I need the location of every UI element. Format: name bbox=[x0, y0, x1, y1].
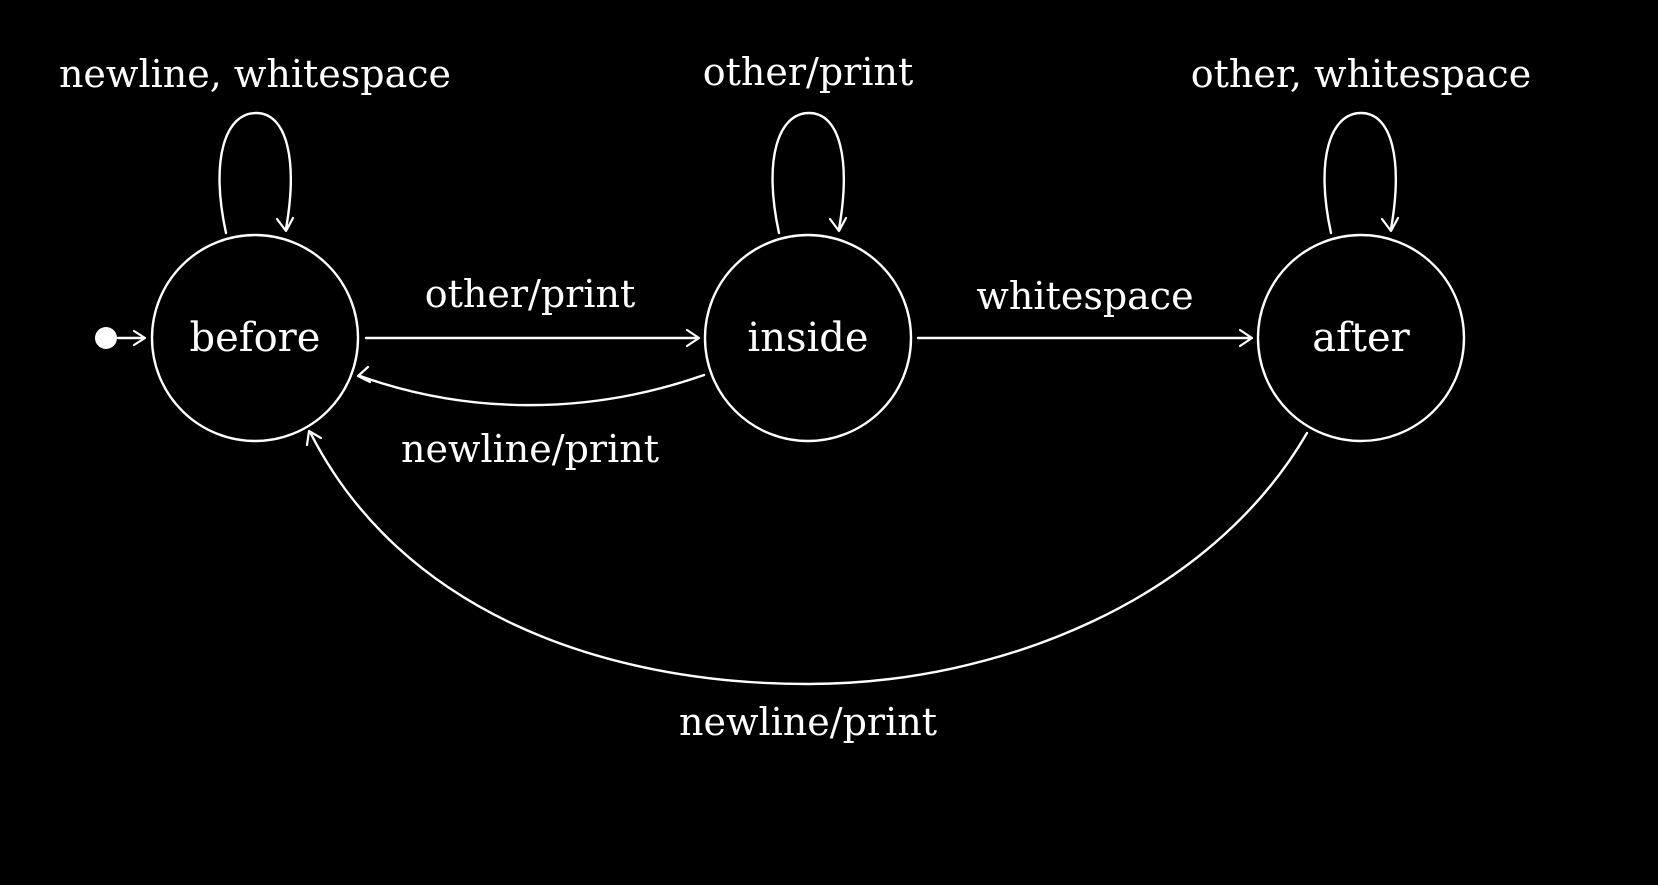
transition-inside-to-after: whitespace bbox=[916, 274, 1254, 348]
transition-before-to-inside: other/print bbox=[364, 272, 701, 348]
transition-before-self-path bbox=[218, 111, 292, 235]
transition-after-self-arrowhead bbox=[1380, 216, 1400, 233]
transition-inside-to-before-label: newline/print bbox=[401, 427, 659, 471]
transition-inside-self-label: other/print bbox=[703, 50, 913, 94]
initial-dot bbox=[95, 327, 117, 349]
state-before: before bbox=[150, 233, 360, 443]
transition-inside-self-path bbox=[771, 111, 845, 235]
state-inside-circle bbox=[703, 233, 913, 443]
transition-after-to-before-arrowhead bbox=[305, 429, 323, 447]
transition-after-to-before: newline/print bbox=[305, 429, 1309, 744]
transition-inside-self: other/print bbox=[703, 50, 913, 235]
state-after-circle bbox=[1256, 233, 1466, 443]
state-before-circle bbox=[150, 233, 360, 443]
transition-before-self: newline, whitespace bbox=[59, 52, 451, 235]
transition-before-to-inside-label: other/print bbox=[425, 272, 635, 316]
transition-inside-to-before: newline/print bbox=[356, 365, 706, 471]
transition-after-self-label: other, whitespace bbox=[1191, 52, 1531, 96]
transition-inside-to-after-label: whitespace bbox=[976, 274, 1193, 318]
state-after: after bbox=[1256, 233, 1466, 443]
transition-after-self-path bbox=[1323, 111, 1397, 235]
transition-after-self: other, whitespace bbox=[1191, 52, 1531, 235]
transition-inside-to-before-path bbox=[358, 373, 706, 407]
transition-before-self-label: newline, whitespace bbox=[59, 52, 451, 96]
transition-after-to-before-label: newline/print bbox=[679, 700, 937, 744]
initial-arrowhead bbox=[132, 329, 147, 347]
transition-after-to-before-path bbox=[308, 430, 1309, 686]
state-after-label: after bbox=[1312, 315, 1410, 361]
state-inside-label: inside bbox=[747, 315, 868, 361]
state-inside: inside bbox=[703, 233, 913, 443]
state-before-label: before bbox=[190, 315, 321, 361]
transition-inside-to-before-arrowhead bbox=[356, 365, 372, 384]
transition-inside-to-after-arrowhead bbox=[1238, 328, 1254, 348]
initial-state-marker bbox=[95, 327, 147, 349]
transition-inside-self-arrowhead bbox=[828, 216, 848, 233]
transition-before-to-inside-arrowhead bbox=[685, 328, 701, 348]
transition-before-self-arrowhead bbox=[275, 216, 295, 233]
